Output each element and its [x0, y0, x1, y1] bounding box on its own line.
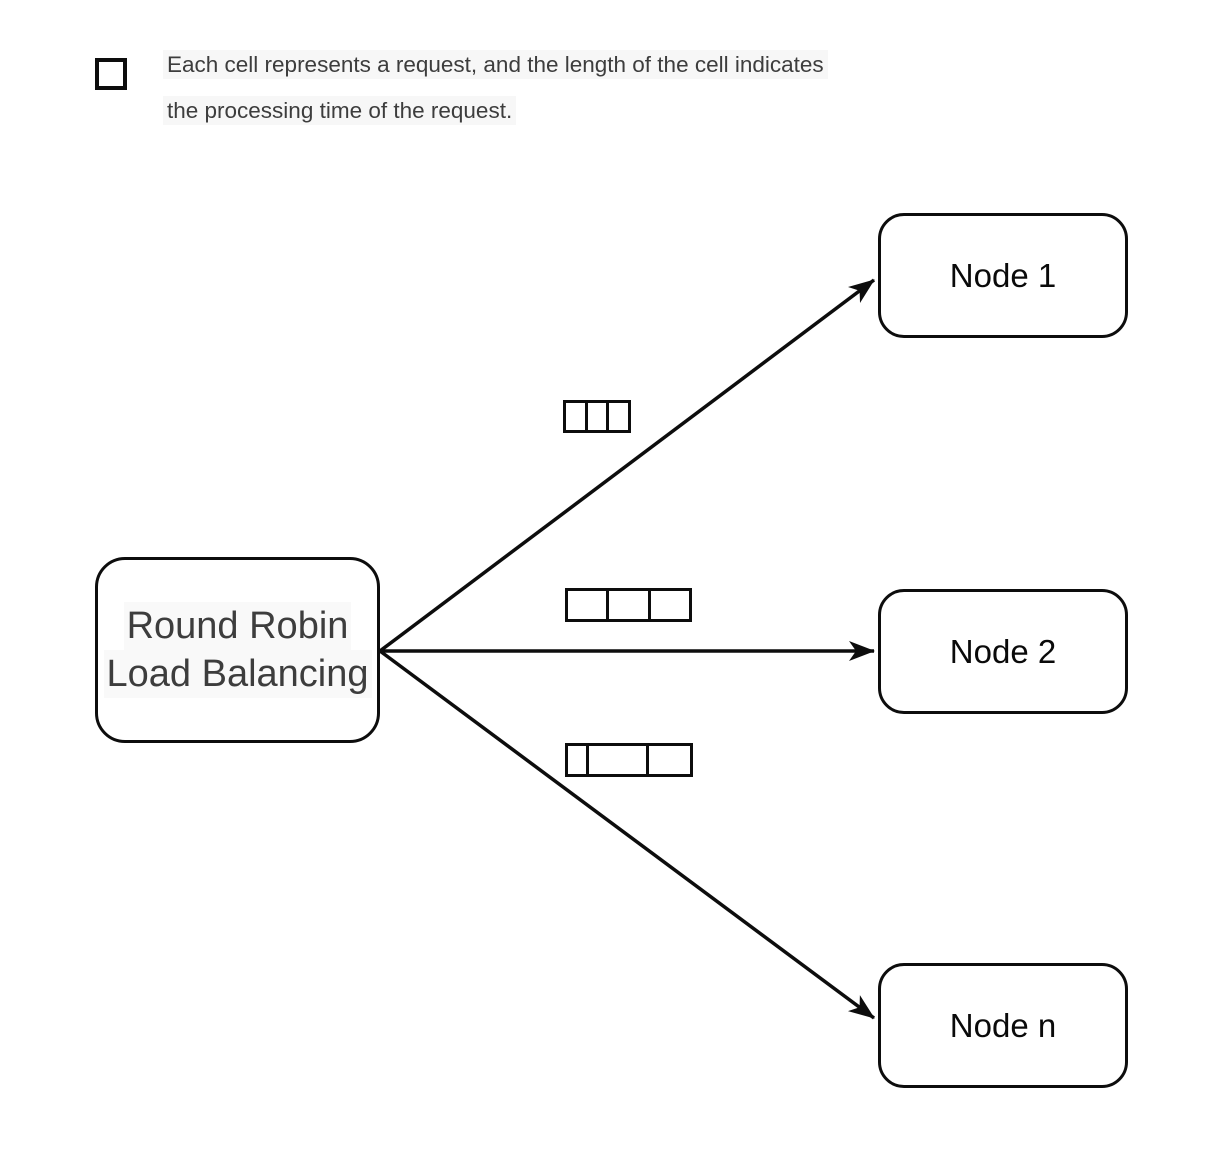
request-cell [609, 403, 629, 430]
cell-square-icon [95, 58, 127, 90]
request-cell [609, 591, 651, 619]
request-cell [566, 403, 588, 430]
request-cell [650, 591, 689, 619]
request-cell [587, 403, 610, 430]
legend-text: Each cell represents a request, and the … [163, 42, 983, 134]
node-2-box: Node 2 [878, 589, 1128, 714]
node-2-label: Node 2 [949, 632, 1057, 670]
node-n-label: Node n [949, 1006, 1057, 1044]
request-cells-to-node-2 [565, 588, 692, 622]
arrow-to-node-n [378, 649, 876, 1020]
request-cells-to-node-n [565, 743, 693, 777]
request-cell [568, 746, 590, 774]
request-cell [648, 746, 690, 774]
legend-line-1: Each cell represents a request, and the … [163, 50, 828, 79]
source-box: Round Robin Load Balancing [95, 557, 380, 743]
legend-line-2: the processing time of the request. [163, 96, 517, 125]
node-1-box: Node 1 [878, 213, 1128, 338]
node-n-box: Node n [878, 963, 1128, 1088]
request-cell [589, 746, 649, 774]
source-label-line-1: Round Robin [123, 602, 352, 650]
request-cell [568, 591, 610, 619]
request-cells-to-node-1 [563, 400, 631, 433]
source-label-line-2: Load Balancing [103, 650, 372, 698]
node-1-label: Node 1 [949, 256, 1057, 294]
